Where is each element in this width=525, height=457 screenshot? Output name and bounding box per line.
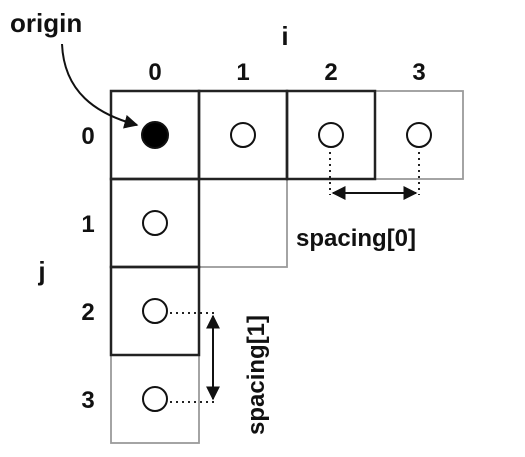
- column-index-labels: 0 1 2 3: [148, 59, 425, 86]
- grid-point-1-0: [230, 122, 256, 148]
- row-index-label: 1: [81, 211, 94, 238]
- grid-cell-0-2: [109, 265, 201, 357]
- origin-point: [141, 121, 169, 149]
- column-index-label: 2: [324, 59, 337, 86]
- grid-point-2-0: [318, 122, 344, 148]
- row-index-labels: 0 1 2 3: [81, 123, 94, 414]
- dark-cells: [109, 89, 377, 357]
- column-index-label: 1: [236, 59, 249, 86]
- grid-point-0-3: [142, 386, 168, 412]
- origin-pointer-arrow: [61, 43, 139, 129]
- origin-label: origin: [10, 8, 82, 38]
- row-index-label: 0: [81, 123, 94, 150]
- grid-cell-2-0: [285, 89, 377, 181]
- grid-points: [141, 121, 432, 412]
- j-axis-label: j: [37, 256, 45, 286]
- grid-point-3-0: [406, 122, 432, 148]
- row-index-label: 2: [81, 299, 94, 326]
- spacing-x-dimension: spacing[0]: [296, 152, 420, 252]
- spacing-x-label: spacing[0]: [296, 225, 416, 252]
- spacing-y-label: spacing[1]: [243, 315, 270, 435]
- column-index-label: 3: [412, 59, 425, 86]
- grid-point-0-2: [142, 298, 168, 324]
- grid-point-0-1: [142, 210, 168, 236]
- column-index-label: 0: [148, 59, 161, 86]
- row-index-label: 3: [81, 387, 94, 414]
- i-axis-label: i: [281, 21, 288, 51]
- grid-cell-1-1: [198, 178, 288, 268]
- spacing-y-dimension: spacing[1]: [170, 312, 270, 435]
